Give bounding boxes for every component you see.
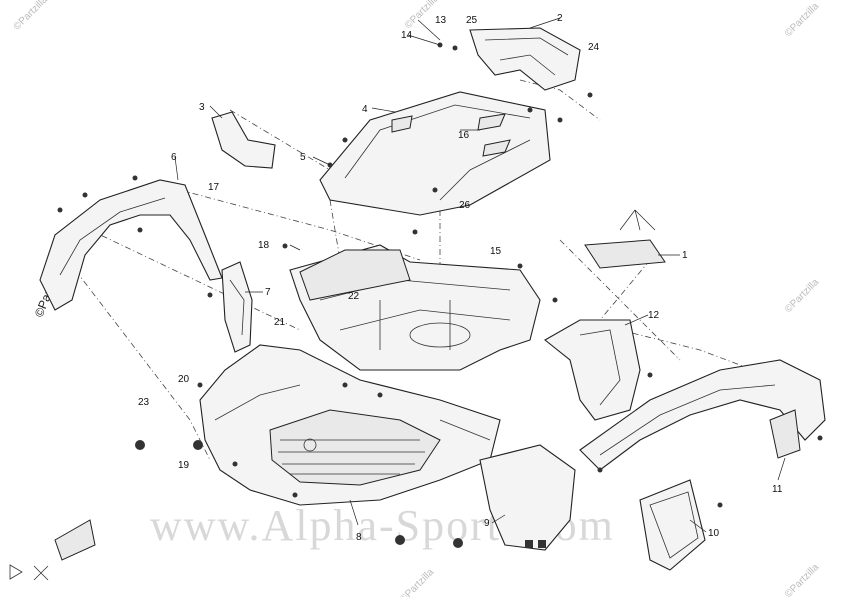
leader-lines [174,17,786,533]
callout-3: 3 [199,102,205,113]
fasteners [57,42,823,548]
callout-4: 4 [362,104,368,115]
part-side-strip [584,239,666,269]
part-right-guard [769,409,801,459]
callout-20: 20 [178,374,190,385]
callout-12: 12 [648,310,660,321]
callouts: 1 2 3 4 5 6 7 8 9 10 11 12 13 14 15 16 1… [138,13,783,543]
part-top-cover [319,91,551,216]
callout-11: 11 [772,484,783,495]
corner-mark: ©Partzilla [783,562,821,597]
callout-22: 22 [348,291,360,302]
part-mud-flap [479,444,576,551]
callout-21: 21 [274,317,286,328]
callout-5: 5 [300,152,306,163]
callout-15: 15 [490,246,502,257]
callout-18: 18 [258,240,270,251]
callout-25: 25 [466,15,478,26]
callout-26: 26 [459,200,471,211]
part-front-nose [199,344,501,506]
part-small-tag [9,519,96,581]
callout-19: 19 [178,460,190,471]
callout-2: 2 [557,13,563,24]
callout-14: 14 [401,30,413,41]
corner-mark: ©Partzilla [783,277,821,315]
callout-13: 13 [435,15,447,26]
corner-mark: ©Partzilla [783,1,821,39]
callout-8: 8 [356,532,362,543]
callout-23: 23 [138,397,150,408]
callout-24: 24 [588,42,600,53]
callout-17: 17 [208,182,220,193]
callout-1: 1 [682,250,688,261]
corner-mark: ©Partzilla [398,567,436,597]
corner-mark: ©Partzilla [12,0,50,33]
callout-6: 6 [171,152,177,163]
part-grille-plate [639,479,706,571]
callout-7: 7 [265,287,271,298]
part-main-body [289,244,541,371]
part-left-guard [221,261,253,353]
part-bracket [211,111,276,169]
callout-9: 9 [484,518,490,529]
part-rear-panel [469,27,581,91]
part-right-fender [544,319,826,471]
part-left-fender [39,179,223,311]
callout-16: 16 [458,130,470,141]
callout-10: 10 [708,528,720,539]
